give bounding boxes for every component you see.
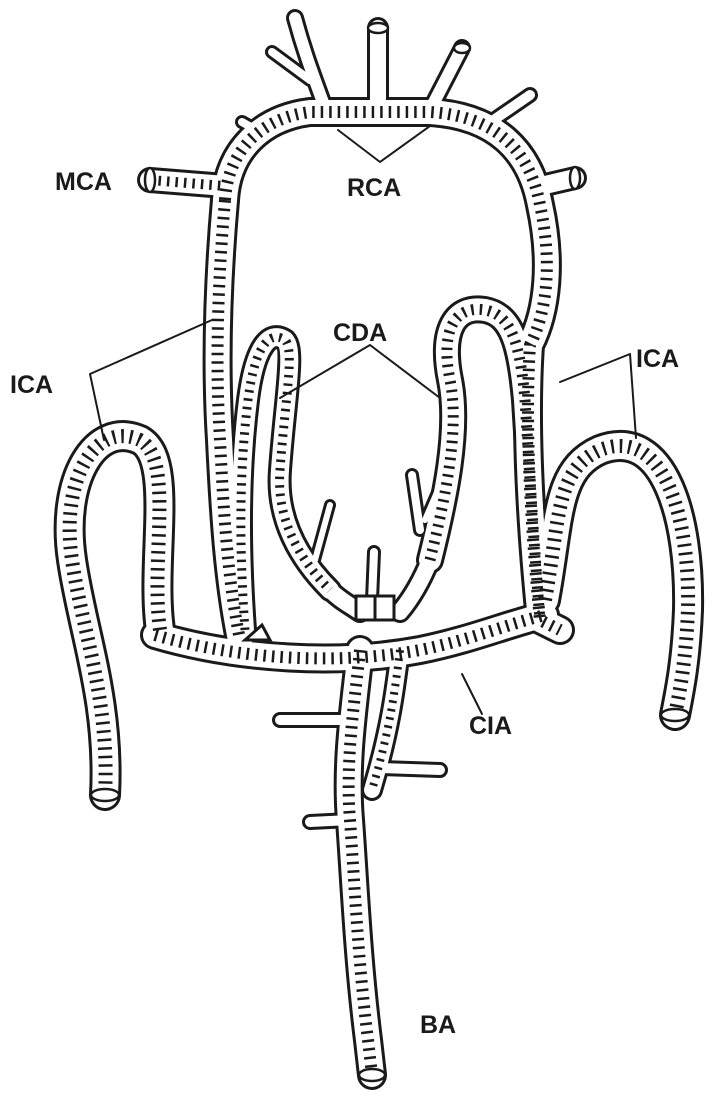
label-ba: BA <box>420 1011 456 1039</box>
cia-leader <box>462 674 482 714</box>
ica-left-leader <box>90 320 212 440</box>
label-cda: CDA <box>333 319 387 347</box>
ica-right-leader <box>560 354 636 438</box>
cda-leader <box>280 345 440 398</box>
label-rca: RCA <box>347 174 401 202</box>
label-ica-left: ICA <box>10 371 53 399</box>
label-cia: CIA <box>469 712 512 740</box>
rca-leader <box>338 126 430 162</box>
label-ica-right: ICA <box>636 345 679 373</box>
label-mca: MCA <box>55 168 112 196</box>
